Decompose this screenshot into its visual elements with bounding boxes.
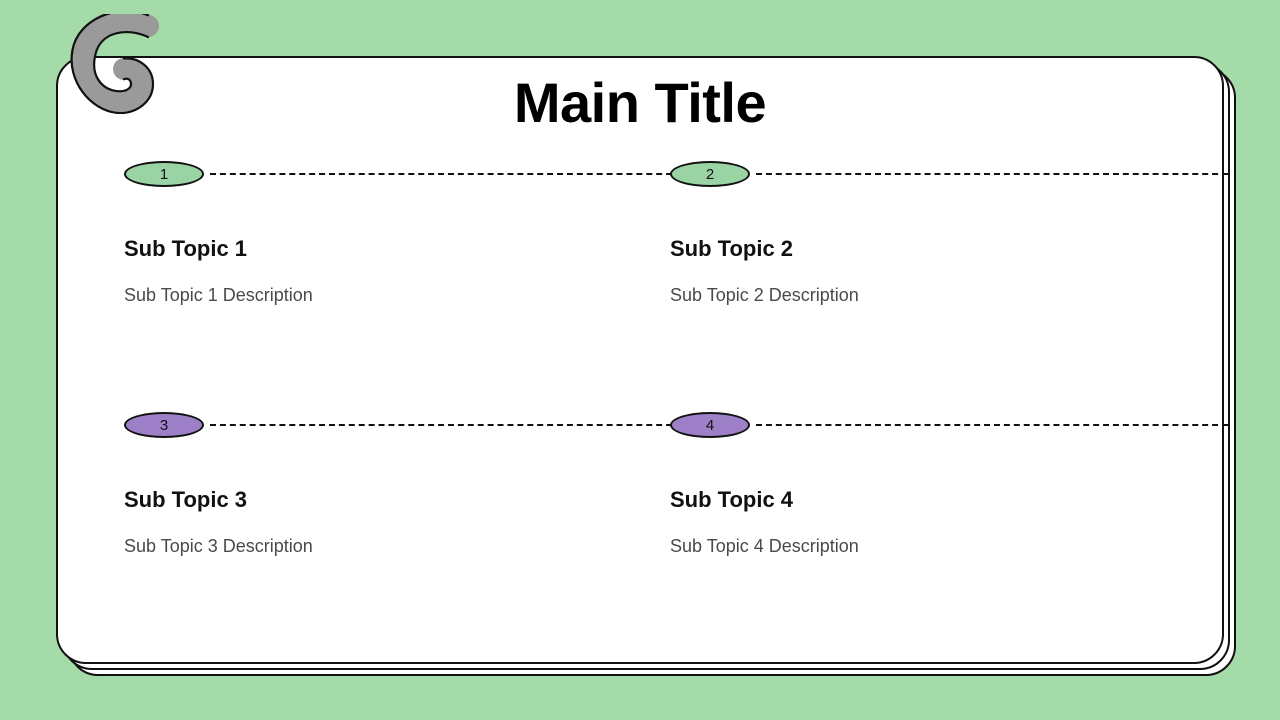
card-layer-front (56, 56, 1224, 664)
badge-row: 2 (670, 160, 1230, 188)
card-stack (56, 56, 1236, 676)
dashed-connector-line (210, 173, 682, 175)
dashed-connector-line (756, 424, 1228, 426)
topic-number-badge[interactable]: 3 (124, 412, 204, 438)
topic-heading: Sub Topic 1 (124, 236, 248, 261)
topic-number-badge[interactable]: 4 (670, 412, 750, 438)
topic-description: Sub Topic 1 Description (124, 285, 313, 306)
topic-item-2[interactable]: 2 Sub Topic 2 Sub Topic 2 Description (670, 160, 1230, 308)
topic-number-badge[interactable]: 1 (124, 161, 204, 187)
topic-item-1[interactable]: 1 Sub Topic 1 Sub Topic 1 Description (124, 160, 684, 308)
badge-row: 1 (124, 160, 684, 188)
page-title: Main Title (513, 71, 767, 134)
badge-row: 4 (670, 411, 1230, 439)
topic-description: Sub Topic 3 Description (124, 536, 313, 557)
topic-description: Sub Topic 4 Description (670, 536, 859, 557)
topic-item-4[interactable]: 4 Sub Topic 4 Sub Topic 4 Description (670, 411, 1230, 559)
topic-heading: Sub Topic 2 (670, 236, 794, 261)
topic-description: Sub Topic 2 Description (670, 285, 859, 306)
topic-item-3[interactable]: 3 Sub Topic 3 Sub Topic 3 Description (124, 411, 684, 559)
topics-grid: 1 Sub Topic 1 Sub Topic 1 Description 2 … (56, 56, 1228, 664)
spiral-binder-ring-icon (60, 9, 170, 115)
dashed-connector-line (210, 424, 682, 426)
topic-heading: Sub Topic 4 (670, 487, 794, 512)
topic-number-badge[interactable]: 2 (670, 161, 750, 187)
slide-content: Main Title 1 Sub Topic 1 Sub Topic 1 Des… (56, 56, 1228, 664)
dashed-connector-line (756, 173, 1228, 175)
badge-row: 3 (124, 411, 684, 439)
topic-heading: Sub Topic 3 (124, 487, 248, 512)
